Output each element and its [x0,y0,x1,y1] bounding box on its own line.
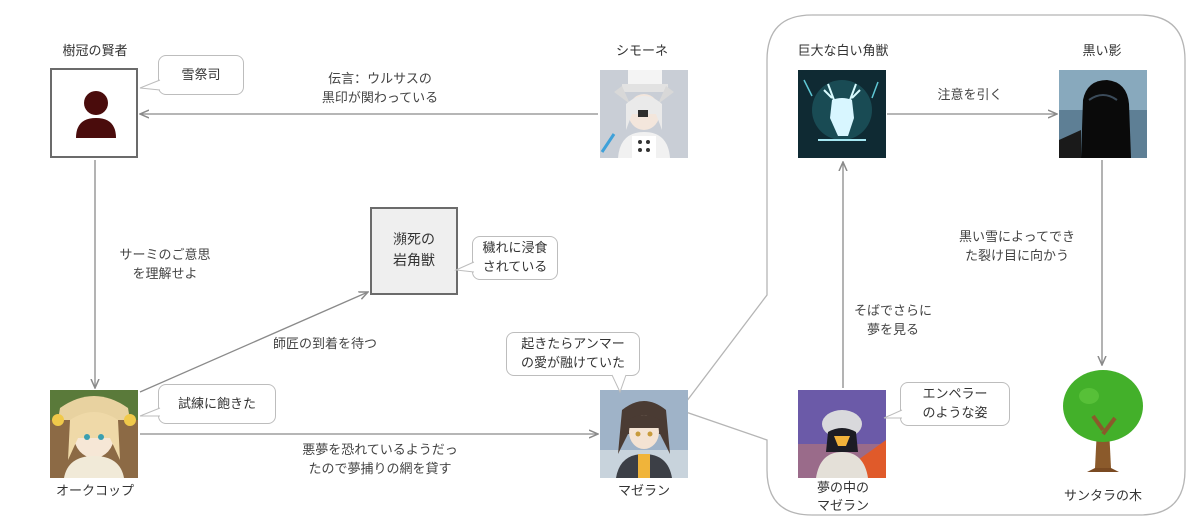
edge-dream-beast-line2: 夢を見る [838,321,948,340]
beast-portrait[interactable] [798,70,886,158]
tree-portrait[interactable] [1059,368,1147,474]
dream-magellan-name: 夢の中の マゼラン [788,480,898,516]
shadow-portrait[interactable] [1059,70,1147,158]
dying-callout-line1: 穢れに浸食 [482,239,547,258]
edge-oak-magellan-line2: たので夢捕りの網を貸す [270,460,490,479]
tree-name: サンタラの木 [1044,488,1162,506]
sage-callout: 雪祭司 [158,55,244,95]
beast-name: 巨大な白い角獣 [780,43,906,61]
shadow-name: 黒い影 [1050,43,1154,61]
edge-label-simone-sage: 伝言：ウルサスの 黒印が関わっている [290,70,470,108]
edge-sage-oak-line2: を理解せよ [100,265,230,284]
oak-name: オークコップ [40,483,150,501]
edge-oak-magellan-line1: 悪夢を恐れているようだっ [270,441,490,460]
oak-callout-text: 試練に飽きた [178,395,256,414]
edge-dream-beast-line1: そばでさらに [838,302,948,321]
dream-magellan-line1: 夢の中の [788,480,898,498]
sage-callout-text: 雪祭司 [181,66,220,85]
edge-oak-dying-line1: 師匠の到着を待つ [250,335,400,354]
edge-simone-sage-line1: 伝言：ウルサスの [290,70,470,89]
magellan-name: マゼラン [590,483,698,501]
edge-label-oak-dying: 師匠の到着を待つ [250,335,400,354]
dying-callout-line2: されている [483,258,548,277]
sage-name: 樹冠の賢者 [40,43,150,61]
edge-sage-oak-line1: サーミのご意思 [100,246,230,265]
magellan-callout-line2: の愛が融けていた [521,354,625,373]
oak-callout: 試練に飽きた [158,384,276,424]
dream-callout-line1: エンペラー [922,385,987,404]
magellan-callout: 起きたらアンマー の愛が融けていた [506,332,640,376]
dying-beast-node[interactable]: 瀕死の 岩角獣 [370,207,458,295]
edge-shadow-tree-line1: 黒い雪によってでき [942,228,1092,247]
edge-label-dream-beast: そばでさらに 夢を見る [838,302,948,340]
oak-portrait[interactable] [50,390,138,478]
tree-icon [1059,368,1147,474]
edge-shadow-tree-line2: た裂け目に向かう [942,247,1092,266]
edge-beast-shadow-line1: 注意を引く [920,86,1020,105]
dying-beast-callout: 穢れに浸食 されている [472,236,558,280]
dying-beast-line1: 瀕死の [393,230,435,251]
sage-node[interactable] [50,68,138,158]
magellan-callout-line1: 起きたらアンマー [521,335,624,354]
magellan-portrait[interactable] [600,390,688,478]
dream-callout-line2: のような姿 [922,404,987,423]
simone-name: シモーネ [590,43,694,61]
dying-beast-line2: 岩角獣 [393,251,435,272]
dream-magellan-portrait[interactable] [798,390,886,478]
edge-simone-sage-line2: 黒印が関わっている [290,89,470,108]
simone-portrait[interactable] [600,70,688,158]
edge-label-oak-magellan: 悪夢を恐れているようだっ たので夢捕りの網を貸す [270,441,490,479]
edge-label-sage-oak: サーミのご意思 を理解せよ [100,246,230,284]
edge-label-beast-shadow: 注意を引く [920,86,1020,105]
dream-magellan-line2: マゼラン [788,498,898,516]
edge-label-shadow-tree: 黒い雪によってでき た裂け目に向かう [942,228,1092,266]
user-icon [52,70,136,156]
dream-magellan-callout: エンペラー のような姿 [900,382,1010,426]
